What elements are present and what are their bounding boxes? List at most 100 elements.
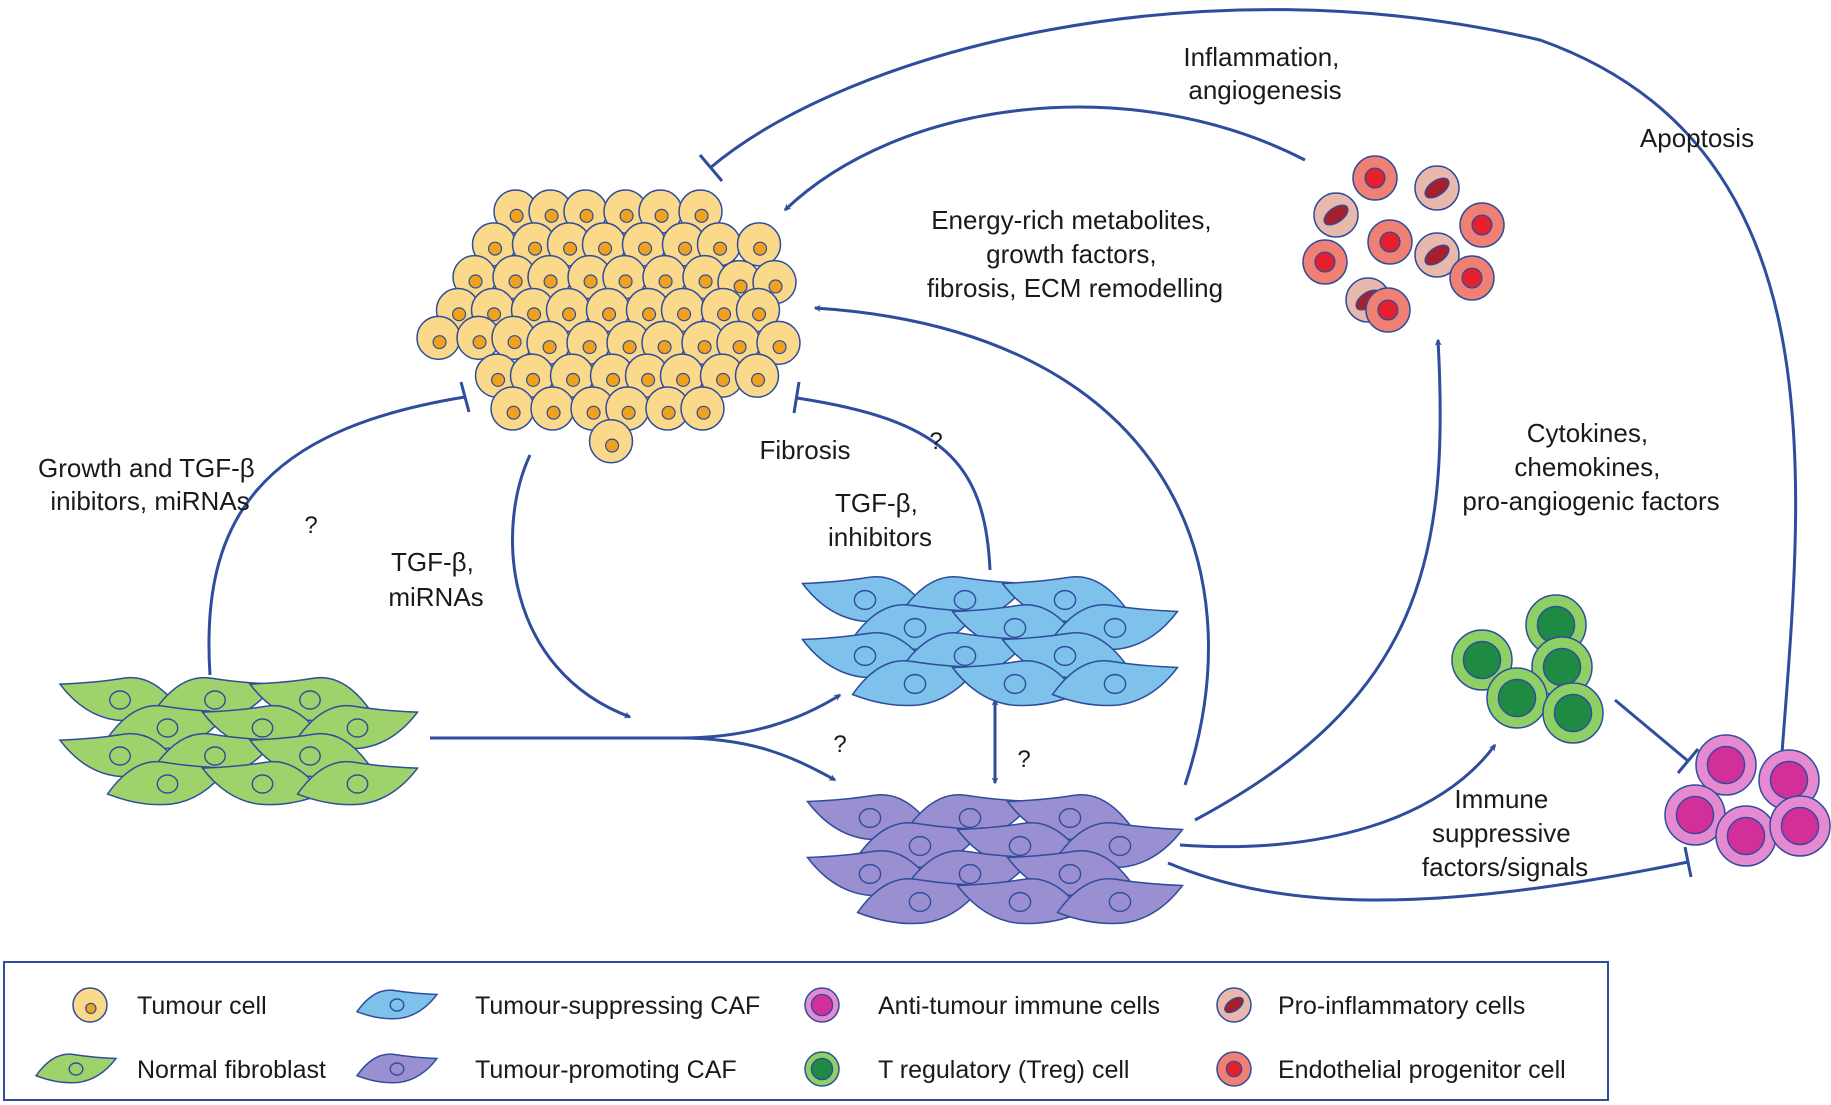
legend-label-normal-fibroblast: Normal fibroblast [137, 1056, 326, 1084]
growth-inhibitors-question: ? [304, 512, 317, 539]
pro-inflammatory-endothelial-cluster [1302, 155, 1505, 333]
caf-immune-inhibition-arc [1167, 860, 1689, 902]
tumour-cell [530, 386, 575, 431]
immune-suppressive-label: Immune suppressive factors/signals [1422, 784, 1588, 882]
endothelial-progenitor-cell [1367, 219, 1413, 265]
tumour-suppressing-caf [1051, 659, 1179, 707]
tumour-cell [734, 353, 780, 398]
endothelial-progenitor-cell [1302, 239, 1348, 285]
activation-question: ? [833, 731, 846, 758]
fibrosis-inhibition-bar [792, 381, 801, 414]
tumour-cell [588, 419, 634, 464]
legend-label-anti-tumour-immune: Anti-tumour immune cells [878, 992, 1160, 1020]
tumour-cell [471, 222, 517, 267]
anti-tumour-immune-cell [1695, 734, 1757, 796]
tumour-promoting-caf-cluster [806, 793, 1184, 925]
legend-label-treg: T regulatory (Treg) cell [878, 1056, 1129, 1084]
legend-labels: Tumour cell Tumour-suppressing CAF Anti-… [137, 992, 1566, 1084]
growth-inhibitors-arc [207, 395, 466, 676]
pro-inflammatory-cell-icon [1216, 987, 1252, 1023]
legend-label-endothelial: Endothelial progenitor cell [1278, 1056, 1566, 1084]
apoptosis-label: Apoptosis [1640, 123, 1754, 153]
normal-fibroblast [296, 760, 419, 806]
endothelial-progenitor-cell [1365, 287, 1411, 333]
treg-cell [1531, 636, 1593, 698]
diagram-labels: Inflammation, angiogenesis Apoptosis Ene… [38, 42, 1754, 882]
apoptosis-inhibition-bar [698, 154, 724, 182]
tumour-cell-icon [72, 987, 108, 1023]
tumour-cell [528, 189, 573, 234]
tumour-promoting-caf [1056, 877, 1184, 925]
treg-cell-icon [804, 1051, 840, 1087]
tumour-cell [699, 353, 745, 398]
tumour-cell [735, 287, 781, 333]
energy-metabolites-arrow [813, 304, 1210, 786]
tumour-cell [682, 254, 727, 300]
tumour-suppressing-caf-cluster [801, 575, 1179, 707]
caf-interconversion-question: ? [1017, 746, 1030, 773]
tumour-cell [756, 320, 801, 366]
treg-inhibition-line [1614, 698, 1689, 763]
pro-inflammatory-cell [1414, 165, 1460, 211]
treg-inhibition-bar [1676, 748, 1700, 774]
apoptosis-inhibition-arc [709, 8, 1798, 781]
caf-immune-inhibition-bar [1683, 846, 1693, 878]
tumour-cell-cluster [416, 189, 801, 464]
to-promoting-caf-arrow [679, 736, 837, 782]
tumour-suppressing-caf [851, 659, 979, 707]
tgf-inhibitors-label: TGF-β, inhibitors [828, 488, 932, 552]
treg-cell-cluster [1451, 594, 1604, 744]
tumour-cell [736, 222, 782, 267]
fibrosis-label: Fibrosis [759, 435, 850, 465]
anti-tumour-immune-cluster [1664, 734, 1831, 867]
endothelial-progenitor-cell [1449, 255, 1495, 301]
legend-label-tumour-promoting-caf: Tumour-promoting CAF [475, 1056, 737, 1084]
tumour-cell [680, 386, 725, 431]
tgf-mirnas-label: TGF-β, miRNAs [388, 547, 483, 612]
tumour-cell [581, 222, 627, 267]
anti-tumour-immune-cell-icon [804, 987, 840, 1023]
tumour-cell [567, 254, 612, 300]
tumour-cell [696, 222, 742, 267]
legend-label-tumour-cell: Tumour cell [137, 992, 267, 1020]
legend-box [3, 961, 1609, 1101]
cytokines-label: Cytokines, chemokines, pro-angiogenic fa… [1462, 418, 1719, 516]
anti-tumour-immune-cell [1769, 795, 1831, 857]
energy-metabolites-label: Energy-rich metabolites, growth factors,… [927, 205, 1223, 303]
normal-fibroblast [201, 760, 324, 806]
treg-cell [1486, 667, 1548, 729]
cytokines-arrow [1194, 338, 1442, 822]
endothelial-progenitor-cell [1352, 155, 1398, 201]
anti-tumour-immune-cell [1664, 784, 1726, 846]
immune-suppressive-arrow [1179, 743, 1497, 849]
tumour-cell [527, 254, 572, 300]
growth-inhibitors-bar [459, 381, 471, 413]
connectors [207, 8, 1798, 902]
endothelial-progenitor-cell [1459, 202, 1505, 248]
legend-label-tumour-suppressing-caf: Tumour-suppressing CAF [475, 992, 760, 1020]
tumour-cell [490, 386, 535, 431]
pro-inflammatory-cell [1414, 232, 1460, 278]
inflammation-arrow [783, 105, 1306, 212]
tumour-cell [549, 353, 595, 398]
tumour-cell [589, 353, 635, 398]
pro-inflammatory-cell [1313, 192, 1359, 238]
tumour-suppressing-caf [951, 659, 1079, 707]
treg-cell [1542, 682, 1604, 744]
tumour-suppressing-caf-icon [355, 989, 439, 1020]
inflammation-label: Inflammation, angiogenesis [1183, 42, 1346, 105]
endothelial-progenitor-cell-icon [1216, 1051, 1252, 1087]
tumour-promoting-caf-icon [355, 1053, 439, 1084]
tgf-mirnas-arrow [511, 454, 632, 719]
tumour-cell [416, 315, 461, 361]
growth-inhibitors-label: Growth and TGF-β inibitors, miRNAs [38, 453, 262, 516]
legend-label-pro-inflammatory: Pro-inflammatory cells [1278, 992, 1525, 1020]
normal-fibroblast-cluster [58, 676, 419, 806]
normal-fibroblast-icon [34, 1053, 118, 1084]
anti-tumour-immune-cell [1715, 805, 1777, 867]
tumour-cell [661, 222, 707, 267]
tumour-cell [491, 315, 536, 361]
legend: Tumour cell Tumour-suppressing CAF Anti-… [3, 961, 1609, 1101]
tumour-promoting-caf [956, 877, 1084, 925]
